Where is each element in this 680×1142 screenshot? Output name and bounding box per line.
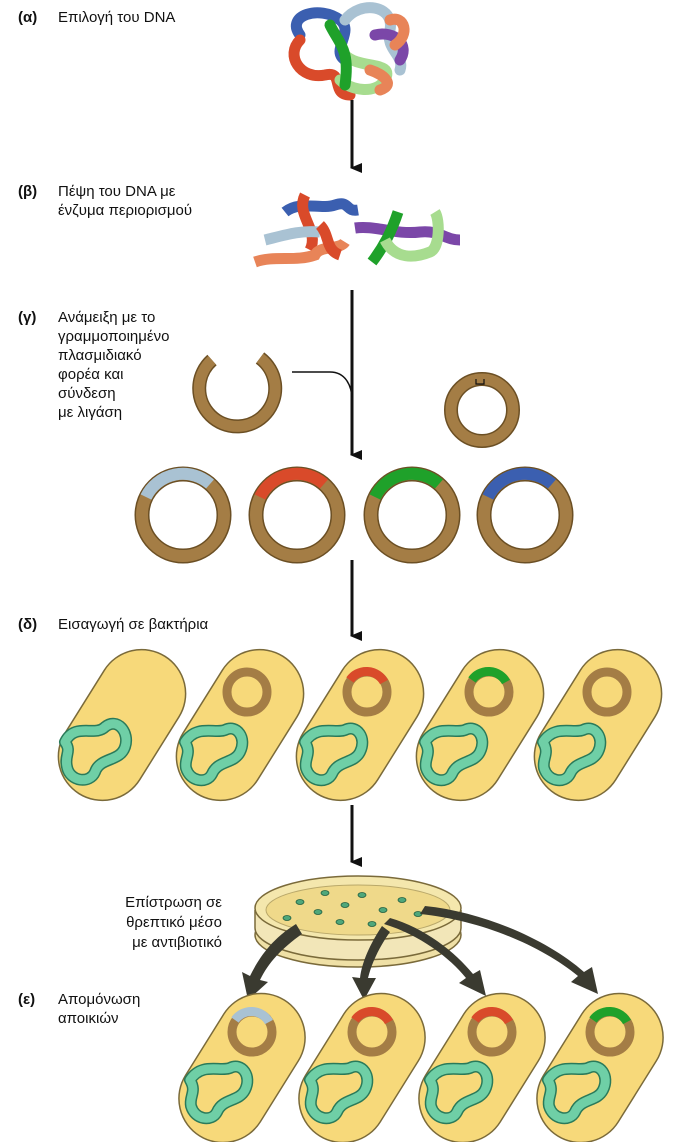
bacterial-colonies (282, 890, 423, 927)
step-c-line-4: φορέα και (58, 366, 124, 383)
step-e-label: (ε) (18, 991, 36, 1008)
step-c-line-3: πλασμιδιακό (58, 347, 142, 364)
step-b-line-1: Πέψη του DNA με (58, 183, 176, 200)
plating-note-line-1: Επίστρωση σε (125, 894, 222, 911)
recombinant-plasmid-green (363, 466, 461, 564)
colony-bacterium-lightblue (178, 992, 306, 1142)
step-e-line-1: Απομόνωση (58, 991, 141, 1008)
colony-selection-arrows (242, 906, 598, 1000)
petri-dish (254, 875, 462, 968)
step-e: (ε) Απομόνωση αποικιών (18, 990, 140, 1028)
colony-bacterium-red-2 (418, 992, 546, 1142)
plating-note-line-3: με αντιβιοτικό (132, 934, 222, 951)
step-d: (δ) Εισαγωγή σε βακτήρια (18, 615, 208, 634)
step-d-line-1: Εισαγωγή σε βακτήρια (58, 616, 209, 633)
bacterium-empty-plasmid-2 (533, 648, 663, 802)
step-e-line-2: αποικιών (58, 1010, 119, 1027)
step-a-line-1: Επιλογή του DNA (58, 9, 176, 26)
linearized-plasmid (192, 352, 283, 434)
bacterium-red-plasmid (295, 648, 425, 802)
plating-note: Επίστρωση σε θρεπτικό μέσο με αντιβιοτικό (70, 893, 222, 953)
genomic-dna-tangle (288, 2, 410, 101)
bacterium-no-plasmid (57, 648, 187, 802)
step-a-label: (α) (18, 9, 38, 26)
step-b-label: (β) (18, 183, 38, 200)
plating-note-line-2: θρεπτικό μέσο (126, 914, 222, 931)
step-c-line-6: με λιγάση (58, 404, 123, 421)
step-c: (γ) Ανάμειξη με το γραμμοποιημένο πλασμιδια… (18, 308, 169, 422)
step-c-line-5: σύνδεση (58, 385, 116, 402)
bacterium-empty-plasmid (175, 648, 305, 802)
step-c-label: (γ) (18, 309, 37, 326)
recombinant-plasmids (134, 466, 574, 564)
ligation-pointer-line (292, 371, 353, 401)
recombinant-plasmid-red (248, 466, 346, 564)
bacterium-green-plasmid (415, 648, 545, 802)
dna-fragments (253, 192, 461, 268)
step-d-label: (δ) (18, 616, 38, 633)
step-b-line-2: ένζυμα περιορισμού (58, 202, 193, 219)
empty-plasmid (444, 372, 520, 448)
colony-bacterium-green (536, 992, 664, 1142)
colony-bacterium-red (298, 992, 426, 1142)
recombinant-plasmid-lightblue (134, 466, 232, 564)
bacteria-row (57, 648, 663, 802)
selected-colonies (178, 992, 664, 1142)
step-c-line-2: γραμμοποιημένο (58, 328, 170, 345)
step-c-line-1: Ανάμειξη με το (58, 309, 156, 326)
step-a: (α) Επιλογή του DNA (18, 8, 175, 27)
recombinant-plasmid-blue (476, 466, 574, 564)
step-b: (β) Πέψη του DNA με ένζυμα περιορισμού (18, 182, 192, 220)
